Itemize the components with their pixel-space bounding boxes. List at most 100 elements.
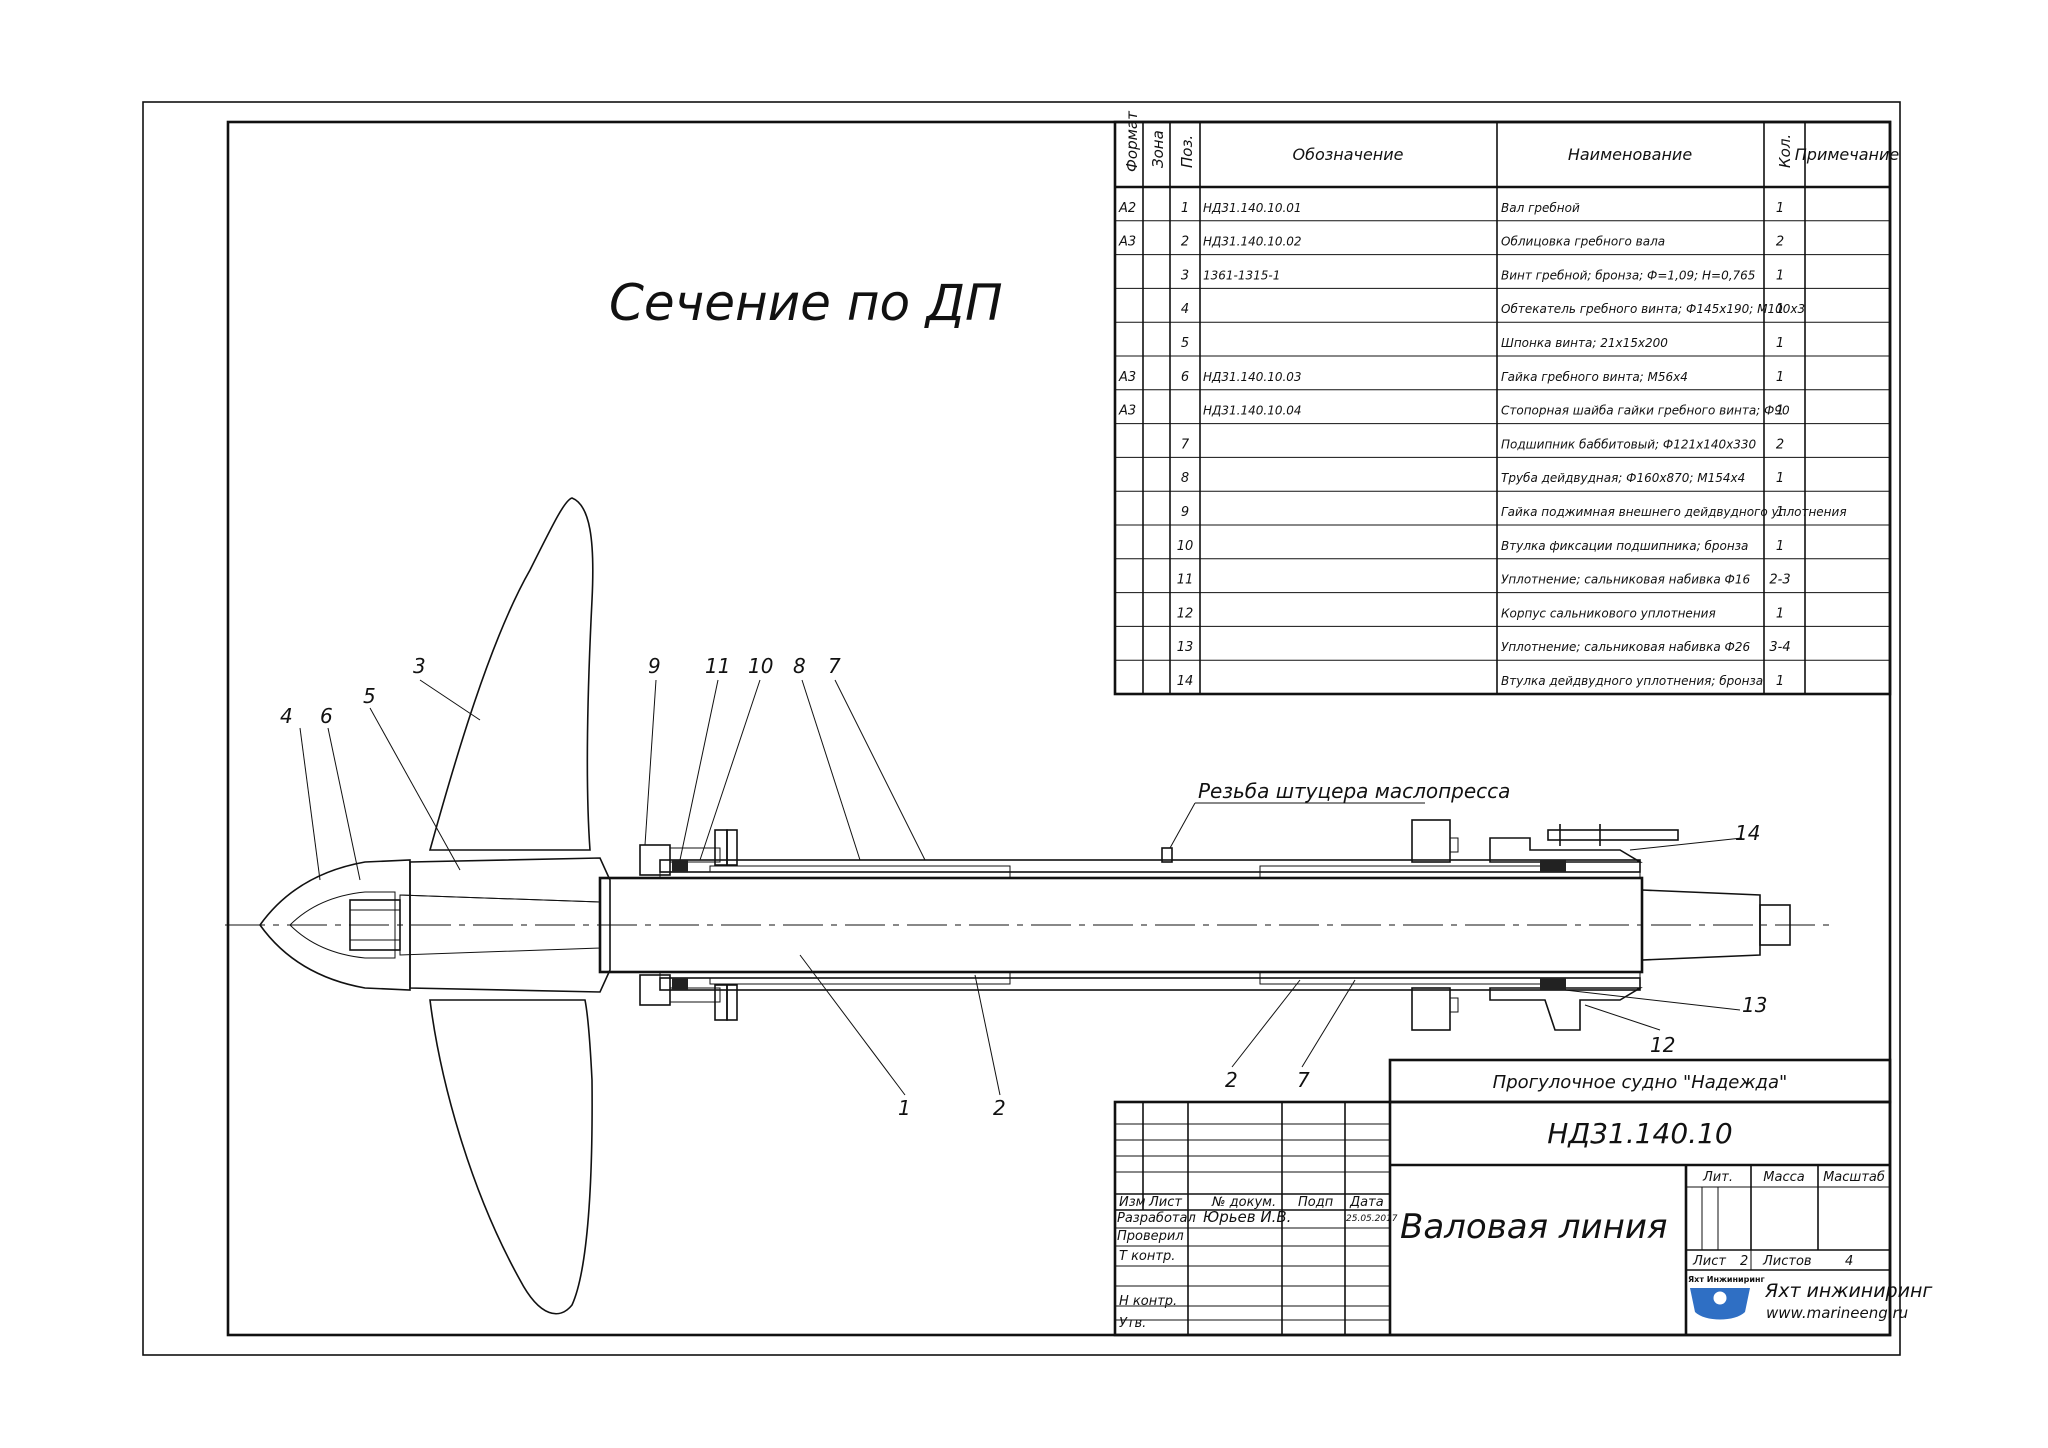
tb-drawing-name: Валовая линия: [1400, 1207, 1667, 1247]
stern-tube-top: [659, 859, 1641, 873]
propeller-nut-hatch: [349, 899, 401, 911]
spec-cell: Втулка дейдвудного уплотнения; бронза: [1501, 674, 1763, 688]
specification-table: Формат Зона Поз. Обозначение Наименовани…: [1113, 110, 1900, 696]
spec-cell: 13: [1177, 640, 1194, 655]
spec-cell: 6: [1181, 370, 1189, 385]
callout-6: 6: [320, 704, 333, 728]
callout-2: 2: [993, 1096, 1006, 1120]
spec-header-pos: Поз.: [1178, 135, 1196, 168]
stern-tube-bottom: [659, 977, 1641, 991]
spec-cell: Обтекатель гребного винта; Ф145х190; М10…: [1501, 302, 1805, 316]
spec-cell: 1: [1776, 370, 1784, 385]
flange-fwd-plate: [726, 829, 738, 866]
callout-5: 5: [363, 684, 376, 708]
packing-13: [1540, 860, 1566, 872]
section-title: Сечение по ДП: [609, 274, 1003, 332]
spec-cell: 1: [1776, 201, 1784, 216]
propeller-blade-upper: [428, 497, 594, 851]
propeller-blade-lower: [429, 999, 593, 1315]
gland-housing-bottom: [1489, 987, 1643, 1031]
thread-note: Резьба штуцера маслопресса: [1198, 779, 1510, 803]
spec-cell: 1: [1776, 606, 1784, 621]
spec-cell: 2: [1776, 437, 1784, 452]
tb-col-sign: Подп: [1298, 1195, 1334, 1210]
callout-10: 10: [748, 654, 773, 678]
spec-cell: 3: [1181, 268, 1189, 283]
hull-flange-top: [1411, 819, 1451, 863]
spec-header-note: Примечание: [1795, 145, 1900, 164]
hull-flange-bolt-bottom: [1449, 997, 1459, 1013]
spec-cell: НД31.140.10.03: [1203, 370, 1302, 384]
tb-role-tcontrol: Т контр.: [1119, 1249, 1175, 1264]
spec-cell: 14: [1177, 674, 1194, 689]
spec-cell: 1: [1776, 539, 1784, 554]
tb-lit-label: Лит.: [1702, 1170, 1733, 1185]
callout-11: 11: [705, 654, 730, 678]
tb-sheets-total: 4: [1845, 1254, 1853, 1269]
shaft-end-stub: [1759, 904, 1791, 946]
outer-frame: [142, 101, 1901, 1356]
spec-cell: 10: [1177, 539, 1194, 554]
tb-date: 25.05.2017: [1346, 1214, 1398, 1224]
tb-scale-label: Масштаб: [1823, 1170, 1885, 1185]
spec-cell: НД31.140.10.01: [1203, 201, 1302, 215]
bearing-sleeve-bottom: [669, 987, 721, 1003]
tb-doc-code: НД31.140.10: [1547, 1117, 1732, 1150]
babbitt-bearing: [709, 865, 1011, 873]
spec-cell: Стопорная шайба гайки гребного винта; Ф9…: [1501, 404, 1790, 418]
callout-12: 12: [1650, 1033, 1675, 1057]
spec-cell: А3: [1118, 404, 1136, 419]
spec-cell: 3-4: [1769, 640, 1790, 655]
spec-cell: 2: [1776, 235, 1784, 250]
tb-role-approved: Утв.: [1119, 1316, 1146, 1331]
hull-flange-bottom: [1411, 987, 1451, 1031]
spec-cell: 5: [1181, 336, 1189, 351]
tb-role-ncontrol: Н контр.: [1119, 1294, 1177, 1309]
spec-cell: А3: [1118, 370, 1136, 385]
callout-8: 8: [793, 654, 806, 678]
company-logo-icon: Яхт Инжиниринг: [1688, 1275, 1765, 1320]
flange-fwd-plate-bottom: [726, 984, 738, 1021]
tb-website: www.marineeng.ru: [1766, 1304, 1908, 1322]
spec-cell: 1: [1776, 471, 1784, 486]
spec-header-zone: Зона: [1149, 130, 1167, 168]
tb-project: Прогулочное судно "Надежда": [1493, 1072, 1788, 1093]
tb-col-date: Дата: [1349, 1195, 1384, 1210]
spec-cell: 8: [1181, 471, 1189, 486]
tb-role-checked: Проверил: [1117, 1229, 1184, 1244]
spec-cell: Гайка гребного винта; М56х4: [1501, 370, 1688, 384]
title-block: Изм Лист № докум. Подп Дата Разработал Ю…: [1113, 1058, 1933, 1337]
spec-cell: 9: [1181, 505, 1189, 520]
spec-cell: 1: [1776, 674, 1784, 689]
oil-fitting: [1161, 847, 1173, 863]
gland-housing-top: [1489, 837, 1643, 863]
spec-cell: 1: [1181, 201, 1189, 216]
spec-cell: 2-3: [1769, 573, 1790, 588]
callout-4: 4: [280, 704, 293, 728]
callout-7: 7: [828, 654, 841, 678]
spec-cell: Втулка фиксации подшипника; бронза: [1501, 539, 1748, 553]
spec-cell: 4: [1181, 302, 1189, 317]
spec-cell: Труба дейдвудная; Ф160х870; М154х4: [1501, 471, 1745, 485]
spec-cell: Вал гребной: [1501, 201, 1580, 215]
spec-cell: Уплотнение; сальниковая набивка Ф26: [1501, 640, 1751, 654]
tb-company: Яхт инжиниринг: [1764, 1280, 1933, 1302]
callout-9: 9: [648, 654, 661, 678]
packing-11: [672, 860, 688, 872]
callout-14: 14: [1735, 821, 1760, 845]
spec-cell: 1: [1776, 302, 1784, 317]
spec-cell: Подшипник баббитовый; Ф121х140х330: [1501, 437, 1756, 451]
spec-cell: 1: [1776, 268, 1784, 283]
shaft-line-drawing: [225, 497, 1830, 1315]
babbitt-bearing-bottom: [709, 977, 1011, 985]
callout-leaders: [299, 679, 1743, 1096]
spec-cell: 11: [1177, 573, 1194, 588]
callout-7b: 7: [1297, 1068, 1310, 1092]
spec-cell: А3: [1118, 235, 1136, 250]
tb-developer: Юрьев И.В.: [1203, 1208, 1291, 1226]
spec-cell: А2: [1118, 201, 1136, 216]
callout-2b: 2: [1225, 1068, 1238, 1092]
spec-cell: 1: [1776, 505, 1784, 520]
tb-sheet-label: Лист: [1692, 1254, 1726, 1269]
